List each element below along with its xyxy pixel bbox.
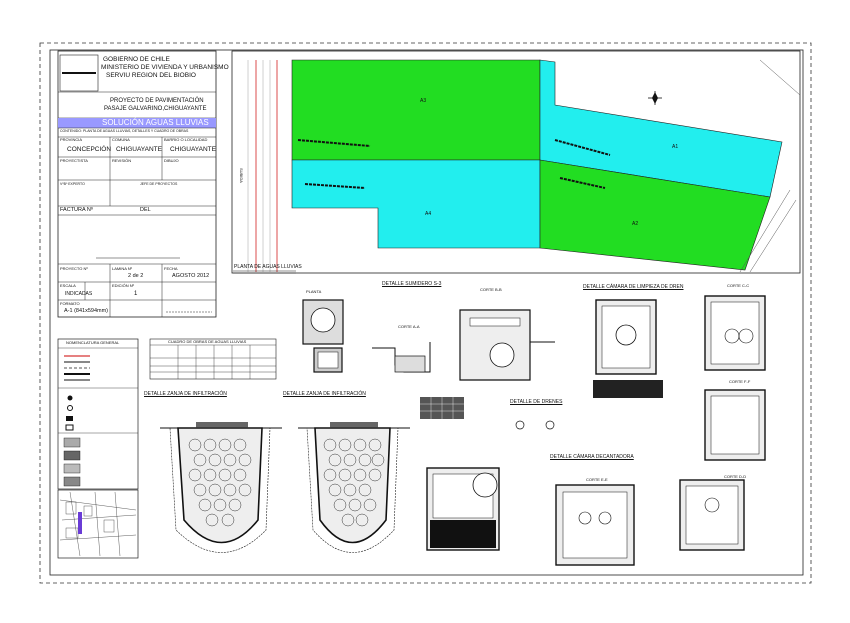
fecha-value: AGOSTO 2012 — [172, 273, 210, 279]
revision-label: REVISIÓN — [112, 158, 132, 163]
north-arrow-icon — [648, 91, 662, 105]
project-line1: PROYECTO DE PAVIMENTACIÓN — [110, 98, 204, 104]
project-line2: PASAJE GALVARINO,CHIGUAYANTE — [104, 106, 207, 112]
street-label: SUBIDA — [239, 168, 244, 183]
del-label: DEL — [140, 207, 151, 213]
nomenclatura-title: NOMENCLATURA GENERAL — [66, 340, 120, 345]
edicion-value: 1 — [134, 291, 138, 297]
corte-ff-label: CORTE F-F — [729, 379, 751, 384]
corte-aa-label: CORTE A-A — [398, 324, 420, 329]
comuna-value: CHIGUAYANTE — [116, 146, 162, 153]
lot-a4-label: A4 — [425, 211, 432, 217]
plan-view — [231, 50, 801, 274]
formato-label: FORMATO — [60, 301, 80, 306]
escala-value: INDICADAS — [65, 291, 93, 297]
barrio-label: BARRIO O LOCALIDAD — [164, 137, 208, 142]
proyecto-no-label: PROYECTO Nº — [60, 266, 88, 271]
works-table — [149, 338, 277, 380]
lot-a2 — [539, 159, 771, 271]
camara-limpieza-detail — [593, 295, 766, 461]
zanja-1-title: DETALLE ZANJA DE INFILTRACIÓN — [144, 391, 227, 397]
lamina-value: 2 de 2 — [128, 273, 144, 279]
camara-limpieza-title: DETALLE CÁMARA DE LIMPIEZA DE DREN — [583, 284, 684, 290]
org-line3: SERVIU REGION DEL BIOBIO — [106, 72, 196, 79]
filtro-detail — [426, 467, 500, 551]
inner-border — [49, 49, 804, 576]
lamina-label: LAMINA Nº — [112, 266, 133, 271]
sumidero-detail — [302, 299, 555, 381]
provincia-value: CONCEPCIÓN — [67, 146, 112, 153]
title-block — [57, 50, 217, 318]
cuadro-title: CUADRO DE OBRAS DE AGUAS LLUVIAS — [168, 339, 247, 344]
zanja-detail-2 — [298, 422, 410, 553]
lot-a3 — [291, 59, 541, 161]
edicion-label: EDICIÓN Nº — [112, 283, 135, 288]
location-map — [57, 489, 139, 559]
drenes-title: DETALLE DE DRENES — [510, 399, 563, 405]
fecha-label: FECHA — [164, 266, 178, 271]
camara-decantadora-detail — [555, 479, 745, 566]
plan-caption: PLANTA DE AGUAS LLUVIAS — [234, 264, 302, 270]
proyectista-label: PROYECTISTA — [60, 158, 88, 163]
corte-ee-label: CORTE E-E — [586, 477, 608, 482]
escala-label: ESCALA — [60, 283, 76, 288]
formato-value: A-1 (841x594mm) — [64, 308, 109, 314]
zanja-detail-1 — [160, 422, 282, 553]
outer-border — [39, 42, 812, 584]
lot-a2-label: A2 — [632, 221, 639, 227]
dibujo-label: DIBUJO — [164, 158, 179, 163]
barrio-value: CHIGUAYANTE — [170, 146, 216, 153]
comuna-label: COMUNA — [112, 137, 130, 142]
corte-bb-label: CORTE B-B — [480, 287, 502, 292]
legend-block — [57, 338, 139, 559]
lot-a1-label: A1 — [672, 144, 679, 150]
plan-subtitle: CONTENIDO: PLANTA DE AGUAS LLUVIAS, DETA… — [60, 129, 189, 133]
corte-dd-label: CORTE D-D — [724, 474, 747, 479]
org-line2: MINISTERIO DE VIVIENDA Y URBANISMO — [101, 64, 229, 71]
factura-label: FACTURA Nº — [60, 207, 93, 213]
zanja-2-title: DETALLE ZANJA DE INFILTRACIÓN — [283, 391, 366, 397]
provincia-label: PROVINCIA — [60, 137, 83, 142]
jefe-label: JEFE DE PROYECTOS — [140, 182, 178, 186]
camara-decantadora-title: DETALLE CÁMARA DECANTADORA — [550, 454, 634, 460]
drenes-detail — [420, 397, 555, 430]
corte-cc-label: CORTE C-C — [727, 283, 750, 288]
org-line1: GOBIERNO DE CHILE — [103, 56, 170, 63]
plan-title: SOLUCIÓN AGUAS LLUVIAS — [102, 118, 209, 127]
lot-a3-label: A3 — [420, 98, 427, 104]
planta-label: PLANTA — [306, 289, 322, 294]
visto-label: VºBº EXPERTO — [60, 182, 85, 186]
sumidero-title: DETALLE SUMIDERO S-3 — [382, 281, 442, 287]
